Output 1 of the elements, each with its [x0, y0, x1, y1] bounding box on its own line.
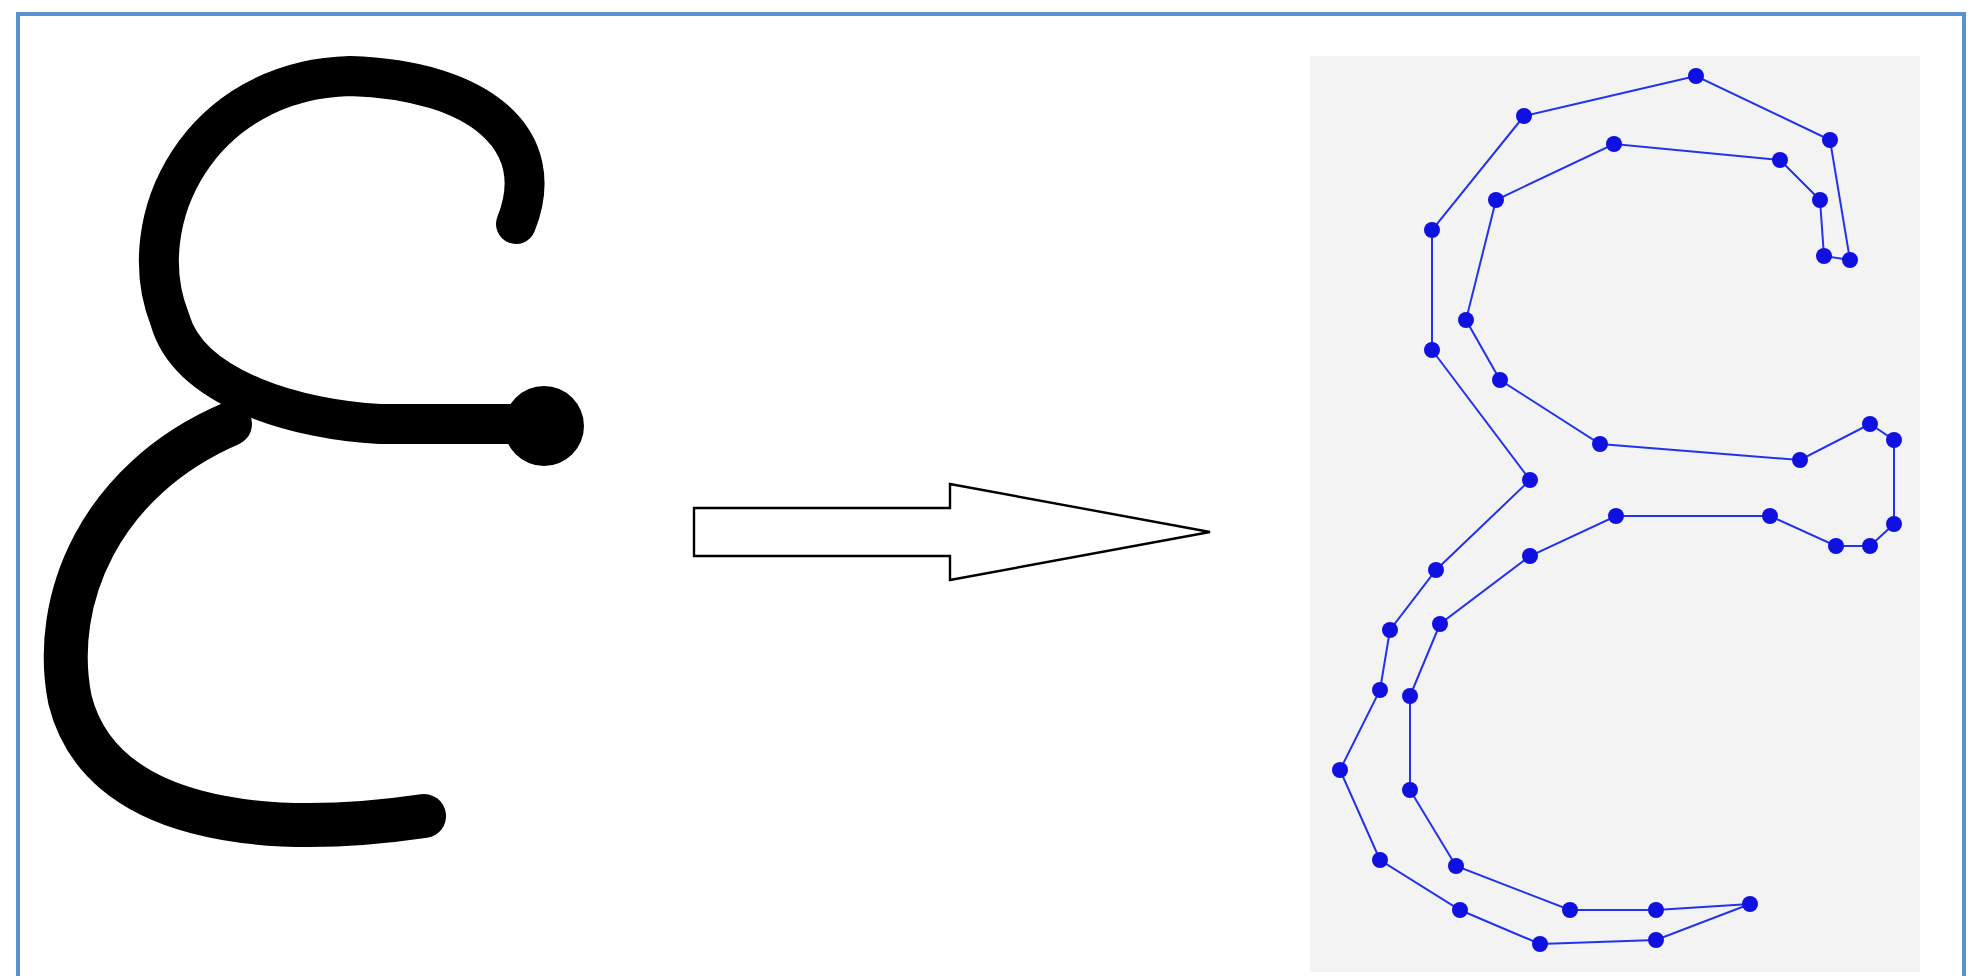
- block-arrow: [692, 482, 1212, 582]
